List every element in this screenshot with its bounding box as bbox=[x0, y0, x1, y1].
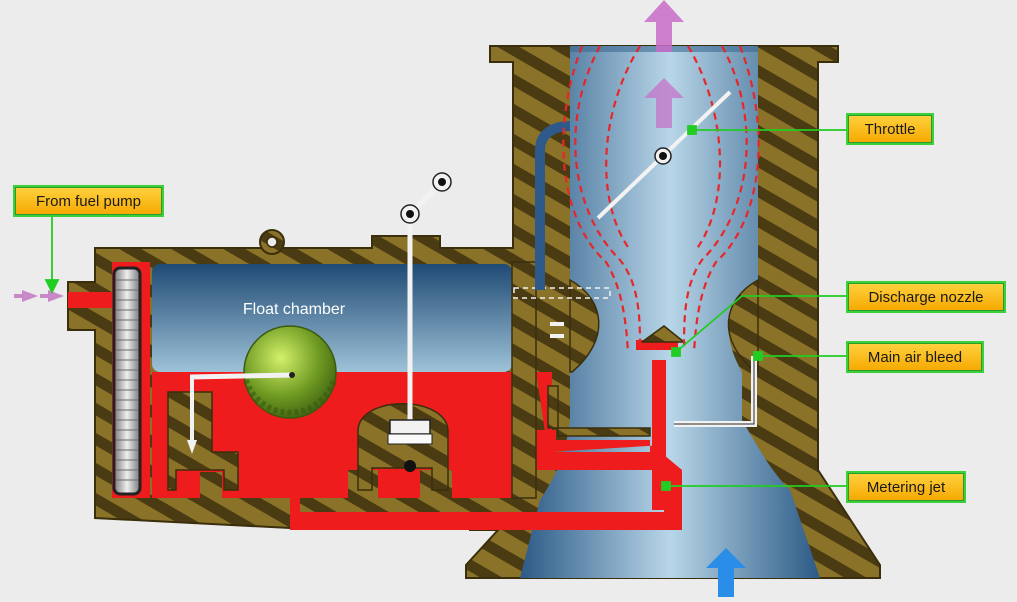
float-lever bbox=[189, 372, 293, 380]
float-chamber-air bbox=[152, 264, 512, 372]
throttle-plate bbox=[596, 90, 732, 220]
fuel-inflow-arrow bbox=[14, 290, 64, 302]
throttle-callout: Throttle bbox=[846, 113, 934, 145]
leader-lines bbox=[44, 125, 848, 491]
air-flow-up-arrow-top bbox=[644, 0, 684, 52]
fuel-strainer-spring bbox=[112, 266, 142, 496]
float-ball bbox=[243, 325, 337, 419]
float-chamber-label: Float chamber bbox=[243, 301, 346, 318]
main-air-bleed-callout: Main air bleed bbox=[846, 341, 984, 373]
nozzle-cone bbox=[639, 325, 687, 343]
vent-passage bbox=[513, 287, 611, 299]
metering-jet-callout: Metering jet bbox=[846, 471, 966, 503]
needle-valve bbox=[187, 440, 197, 454]
float-assembly bbox=[187, 325, 337, 454]
mixture-control bbox=[387, 172, 452, 472]
from-fuel-pump-callout: From fuel pump bbox=[13, 185, 164, 217]
chamber-partitions bbox=[167, 261, 651, 499]
air-passage bbox=[535, 121, 571, 151]
intake-air-arrow bbox=[706, 548, 746, 597]
airflow-lines bbox=[562, 45, 760, 353]
spring-coils bbox=[116, 279, 138, 481]
air-flow-up-arrow-mid bbox=[644, 78, 684, 128]
discharge-nozzle-callout: Discharge nozzle bbox=[846, 281, 1006, 313]
